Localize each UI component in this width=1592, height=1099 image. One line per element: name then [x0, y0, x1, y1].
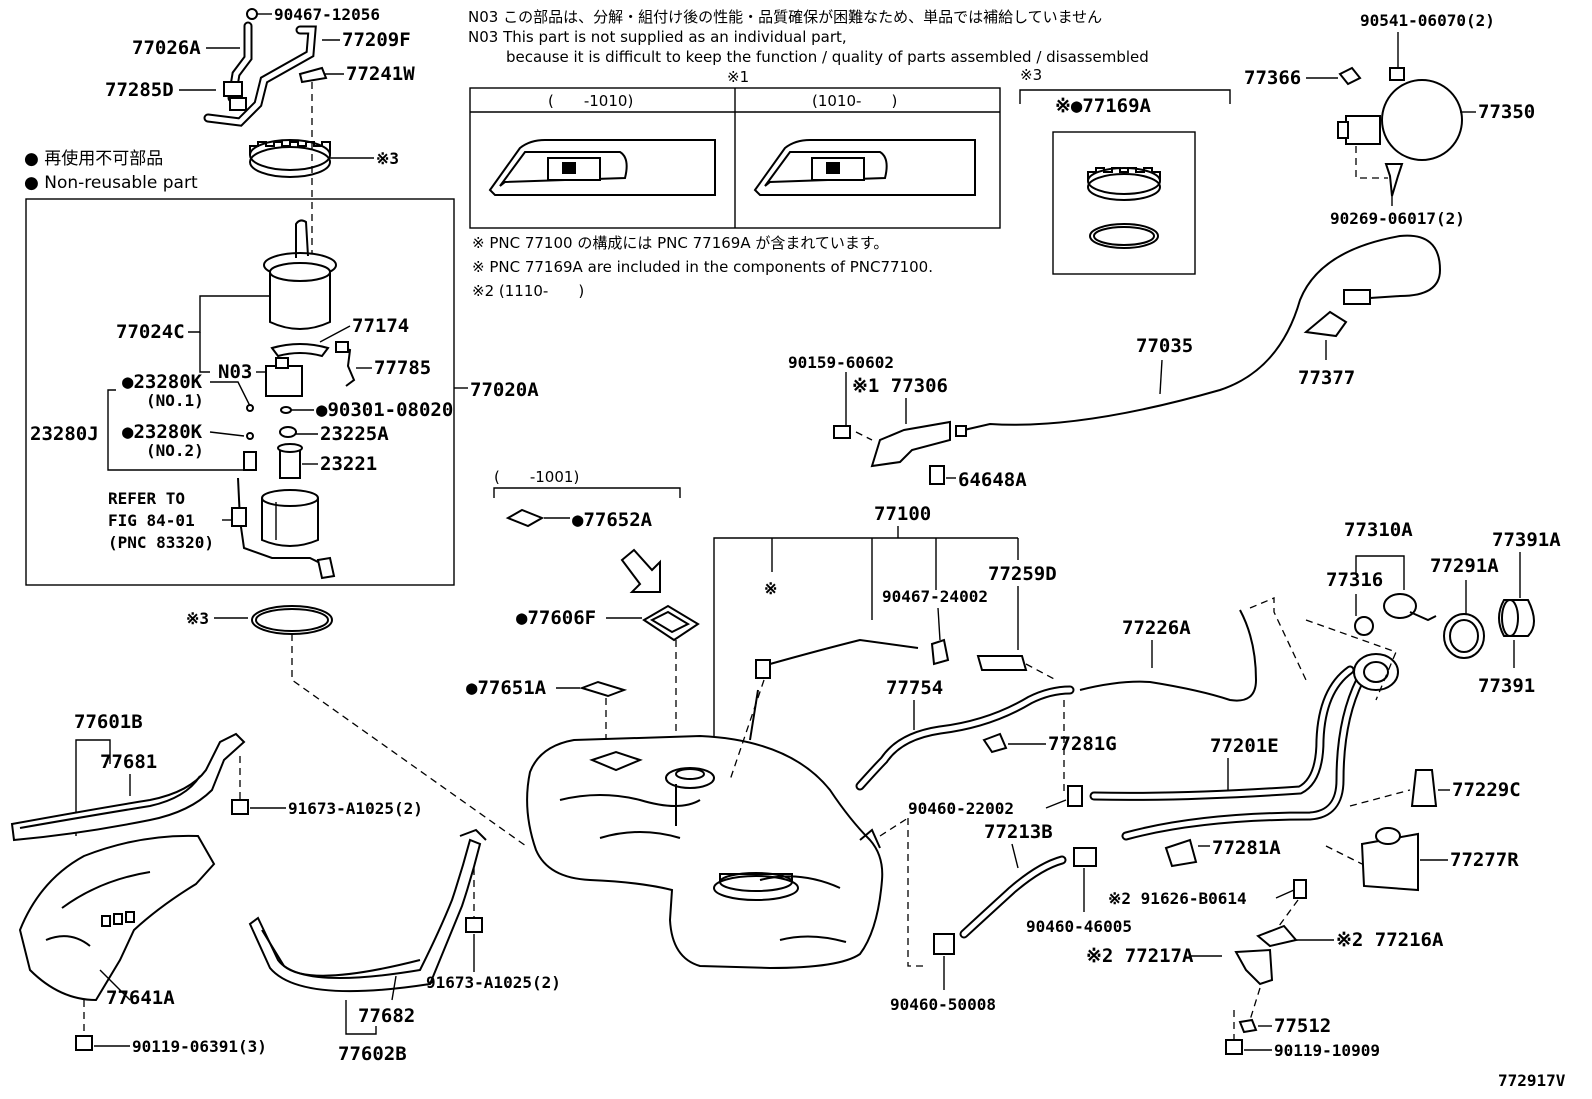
label-77216A: ※2 77216A — [1336, 929, 1444, 951]
label-90467-24002: 90467-24002 — [882, 587, 988, 606]
label-90269-06017: 90269-06017(2) — [1330, 209, 1465, 228]
label-77024C: 77024C — [116, 321, 185, 343]
label-77100: 77100 — [874, 503, 931, 525]
legend-jp: ● 再使用不可部品 — [24, 148, 163, 169]
label-77682: 77682 — [358, 1005, 415, 1027]
label-90119-10909: 90119-10909 — [1274, 1041, 1380, 1060]
label-77026A: 77026A — [132, 37, 201, 59]
label-77391: 77391 — [1478, 675, 1535, 697]
label-90119-06391: 90119-06391(3) — [132, 1037, 267, 1056]
label-N03: N03 — [218, 361, 252, 383]
label-ref: ※ — [764, 579, 777, 598]
label-77306: ※1 77306 — [852, 375, 948, 397]
label-77259D: 77259D — [988, 563, 1057, 585]
label-77277R: 77277R — [1450, 849, 1519, 871]
label-77035: 77035 — [1136, 335, 1193, 357]
label-90541-06070: 90541-06070(2) — [1360, 11, 1495, 30]
label-77213B: 77213B — [984, 821, 1053, 843]
label-77201E: 77201E — [1210, 735, 1279, 757]
label-ref3-ring: ※3 — [376, 149, 399, 168]
tank-group: 77100 ※ 77259D 90467-24002 ( -1001) ●776… — [466, 468, 1561, 1060]
n03-note: N03 この部品は、分解・組付け後の性能・品質確保が困難なため、単品では補給して… — [468, 8, 1149, 66]
label-90467-12056: 90467-12056 — [274, 5, 380, 24]
label-91673-A1025-a: 91673-A1025(2) — [288, 799, 423, 818]
label-90460-46005: 90460-46005 — [1026, 917, 1132, 936]
label-77651A: ●77651A — [466, 677, 547, 699]
label-77601B: 77601B — [74, 711, 143, 733]
label-77226A: 77226A — [1122, 617, 1191, 639]
label-77209F: 77209F — [342, 29, 411, 51]
ref3-mark: ※3 — [1020, 66, 1042, 84]
pnc-note-en: ※ PNC 77169A are included in the compone… — [472, 258, 933, 276]
strap-area: 77601B 77681 91673-A1025(2) 77641A 90119… — [10, 711, 561, 1065]
label-23280J: 23280J — [30, 423, 99, 445]
label-91673-A1025-b: 91673-A1025(2) — [426, 973, 561, 992]
label-77285D: 77285D — [105, 79, 174, 101]
fuel-door-icon — [562, 162, 576, 174]
label-77229C: 77229C — [1452, 779, 1521, 801]
label-77391A: 77391A — [1492, 529, 1561, 551]
fuel-tank — [526, 734, 884, 970]
label-77241W: 77241W — [346, 63, 415, 85]
label-77602B: 77602B — [338, 1043, 407, 1065]
refer-to-line-3: (PNC 83320) — [108, 533, 214, 552]
date-before-1001: ( -1001) — [494, 468, 579, 486]
label-90301-08020: ●90301-08020 — [316, 399, 453, 421]
label-90159-60602: 90159-60602 — [788, 353, 894, 372]
label-77366: 77366 — [1244, 67, 1301, 89]
label-77217A: ※2 77217A — [1086, 945, 1194, 967]
tank-protector — [18, 834, 216, 1002]
label-64648A: 64648A — [958, 469, 1027, 491]
label-ref3-gasket: ※3 — [186, 609, 209, 628]
fuel-door-icon — [826, 162, 840, 174]
col-after-1010: (1010- ) — [812, 92, 897, 110]
label-77310A: 77310A — [1344, 519, 1413, 541]
label-77281A: 77281A — [1212, 837, 1281, 859]
label-77606F: ●77606F — [516, 607, 596, 629]
legend-en: ● Non-reusable part — [24, 173, 198, 193]
kit-77169A: ※3 ※●77169A — [1019, 66, 1231, 275]
label-23225A: 23225A — [320, 423, 389, 445]
refer-to-line-2: FIG 84-01 — [108, 511, 195, 530]
label-77174: 77174 — [352, 315, 409, 337]
label-91626-B0614: ※2 91626-B0614 — [1108, 889, 1247, 908]
label-77754: 77754 — [886, 677, 943, 699]
label-90460-50008: 90460-50008 — [890, 995, 996, 1014]
label-77350: 77350 — [1478, 101, 1535, 123]
label-23280K-no2: ●23280K — [122, 421, 203, 443]
n03-note-en-2: because it is difficult to keep the func… — [506, 48, 1149, 66]
label-77169A: ※●77169A — [1055, 95, 1152, 117]
pnc-note-jp: ※ PNC 77100 の構成には PNC 77169A が含まれています。 — [472, 234, 888, 252]
ref2-date-note: ※2 (1110- ) — [472, 282, 584, 300]
label-90460-22002: 90460-22002 — [908, 799, 1014, 818]
pump-area: 90467-12056 77026A 77209F 77285D 77241W … — [24, 5, 539, 847]
label-77785: 77785 — [374, 357, 431, 379]
label-77512: 77512 — [1274, 1015, 1331, 1037]
label-77281G: 77281G — [1048, 733, 1117, 755]
pump-assembly-box — [25, 198, 455, 586]
label-no1: (NO.1) — [146, 391, 204, 410]
n03-note-en-1: N03 This part is not supplied as an indi… — [468, 28, 847, 46]
label-no2: (NO.2) — [146, 441, 204, 460]
label-23221: 23221 — [320, 453, 377, 475]
label-77020A: 77020A — [470, 379, 539, 401]
label-77681: 77681 — [100, 751, 157, 773]
diagram-id: 772917V — [1498, 1071, 1566, 1090]
label-77377: 77377 — [1298, 367, 1355, 389]
refer-to-line-1: REFER TO — [108, 489, 185, 508]
lever-table: ※1 ( -1010) (1010- ) ※ PNC 77100 の構成には P… — [469, 68, 1001, 300]
label-77291A: 77291A — [1430, 555, 1499, 577]
label-77316: 77316 — [1326, 569, 1383, 591]
label-77641A: 77641A — [106, 987, 175, 1009]
label-77652A: ●77652A — [572, 509, 653, 531]
fuel-door-area: 90541-06070(2) 77366 77350 90269-06017(2… — [788, 11, 1535, 491]
label-23280K-no1: ●23280K — [122, 371, 203, 393]
col-before-1010: ( -1010) — [548, 92, 633, 110]
n03-note-jp: N03 この部品は、分解・組付け後の性能・品質確保が困難なため、単品では補給して… — [468, 8, 1102, 26]
ref1-mark: ※1 — [727, 68, 749, 86]
